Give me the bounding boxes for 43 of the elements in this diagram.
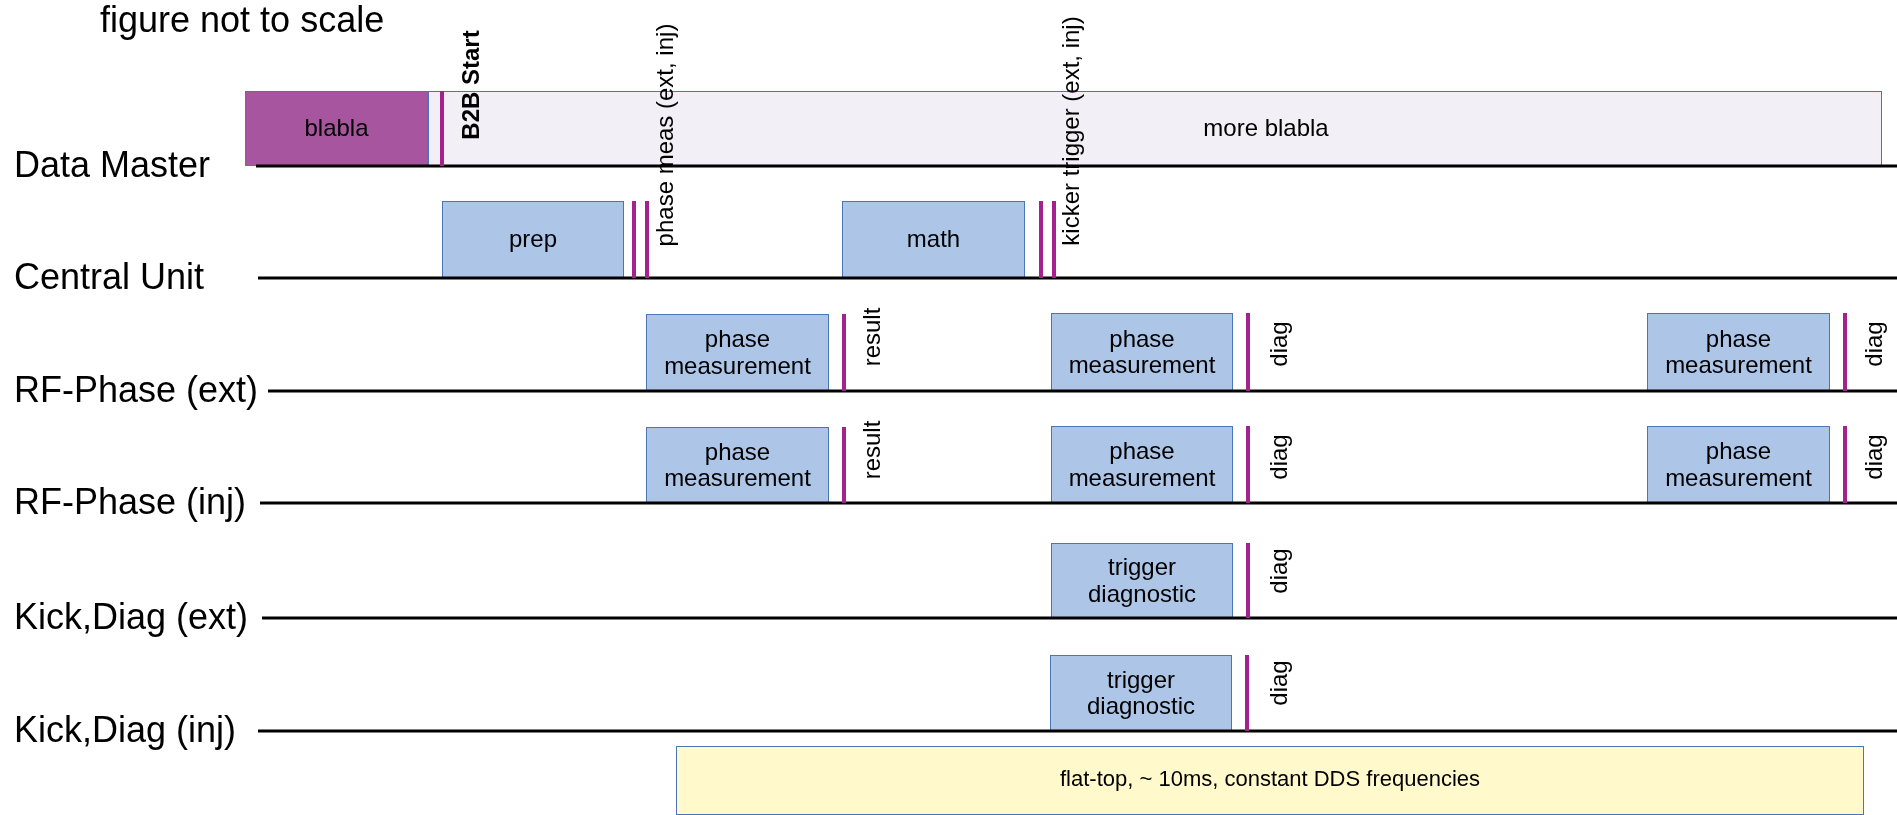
box-label: phase measurement <box>1067 438 1217 491</box>
task-box <box>646 427 829 503</box>
lane-label: Kick,Diag (ext) <box>14 599 249 636</box>
phase-box <box>245 91 428 166</box>
lane-label: Data Master <box>14 147 211 184</box>
event-label: diag <box>1267 434 1291 480</box>
task-box <box>442 201 624 278</box>
box-label: phase measurement <box>663 326 812 379</box>
lane-label: RF-Phase (ext) <box>14 372 259 409</box>
lane-label: Kick,Diag (inj) <box>14 712 237 749</box>
figure-note: figure not to scale <box>100 2 385 38</box>
event-label: B2B Start <box>459 30 483 140</box>
event-label: kicker trigger (ext, inj) <box>1059 16 1083 246</box>
box-label: phase measurement <box>663 438 812 492</box>
event-label: diag <box>1267 660 1291 706</box>
box-label: phase measurement <box>1067 325 1217 379</box>
box-label: trigger diagnostic <box>1085 666 1197 720</box>
task-box <box>842 201 1025 278</box>
event-label: diag <box>1862 321 1886 367</box>
box-label: blabla <box>304 115 369 142</box>
box-label: more blabla <box>1203 115 1329 142</box>
box-label: prep <box>508 226 557 253</box>
event-label: diag <box>1267 548 1291 594</box>
task-box <box>1051 543 1233 618</box>
task-box <box>646 314 829 391</box>
task-box <box>1050 655 1232 731</box>
lane-label: Central Unit <box>14 259 205 296</box>
event-label: diag <box>1862 434 1886 480</box>
box-label: phase measurement <box>1664 438 1813 491</box>
task-box <box>1647 426 1830 503</box>
lane-label: RF-Phase (inj) <box>14 484 247 521</box>
period-box <box>676 746 1864 815</box>
event-label: diag <box>1267 321 1291 367</box>
event-label: result <box>860 420 884 480</box>
event-label: phase meas (ext, inj) <box>653 23 677 247</box>
box-label: phase measurement <box>1664 325 1813 379</box>
event-label: result <box>860 307 884 367</box>
task-box <box>1051 426 1233 503</box>
box-label: flat-top, ~ 10ms, constant DDS frequencies <box>1059 767 1480 792</box>
task-box <box>1051 313 1233 391</box>
box-label: math <box>906 226 961 253</box>
box-label: trigger diagnostic <box>1086 554 1198 607</box>
task-box <box>1647 313 1830 391</box>
